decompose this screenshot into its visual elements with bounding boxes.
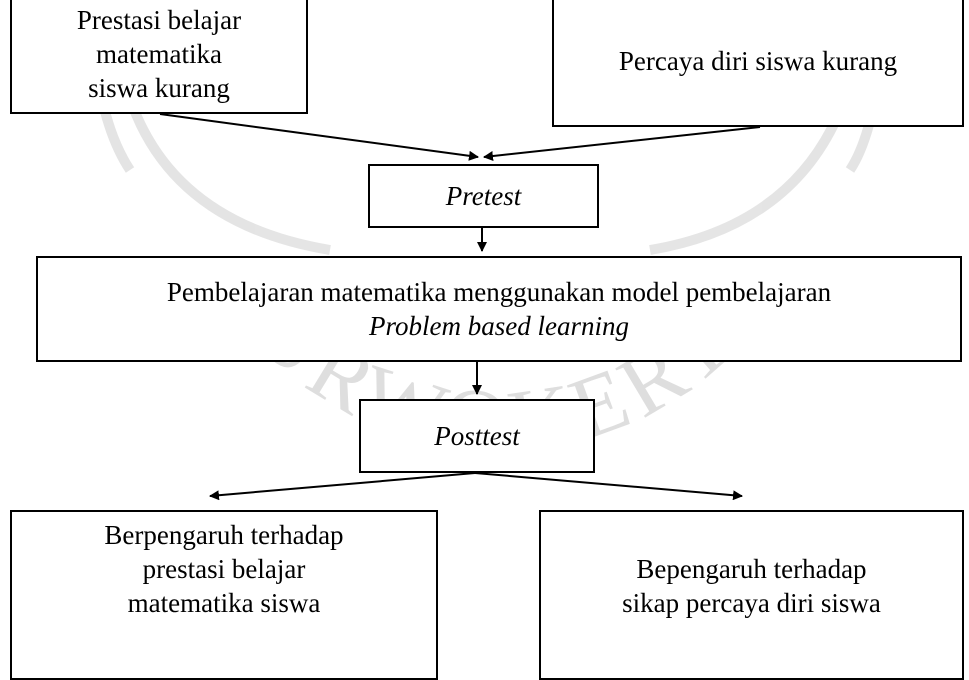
arrow-right-to-pretest xyxy=(483,126,761,161)
node-problem-confidence: Percaya diri siswa kurang xyxy=(552,0,964,127)
node-treatment-line1: Pembelajaran matematika menggunakan mode… xyxy=(166,277,832,307)
node-result-achievement-line3: matematika siswa xyxy=(127,588,321,618)
node-problem-achievement-line2: siswa kurang xyxy=(88,73,230,103)
node-result-confidence-line1: Bepengaruh terhadap xyxy=(636,554,867,584)
node-treatment-line2: Problem based learning xyxy=(369,311,629,341)
arrow-left-to-pretest xyxy=(159,113,479,161)
node-treatment: Pembelajaran matematika menggunakan mode… xyxy=(36,256,962,362)
arrow-posttest-to-result-left xyxy=(209,472,476,501)
node-problem-achievement-line1: Prestasi belajar matematika xyxy=(76,5,242,69)
node-result-achievement-line1: Berpengaruh terhadap xyxy=(104,520,344,550)
node-pretest: Pretest xyxy=(368,164,599,228)
node-result-confidence-line2: sikap percaya diri siswa xyxy=(622,588,881,618)
node-pretest-label: Pretest xyxy=(445,181,522,211)
node-problem-confidence-label: Percaya diri siswa kurang xyxy=(618,45,898,76)
node-problem-achievement: Prestasi belajar matematika siswa kurang xyxy=(10,0,308,114)
node-posttest: Posttest xyxy=(359,399,595,473)
node-result-achievement: Berpengaruh terhadap prestasi belajar ma… xyxy=(10,510,438,680)
arrow-posttest-to-result-right xyxy=(474,472,743,501)
node-result-achievement-line2: prestasi belajar xyxy=(142,554,306,584)
node-posttest-label: Posttest xyxy=(434,421,520,451)
node-result-confidence: Bepengaruh terhadap sikap percaya diri s… xyxy=(539,510,964,680)
